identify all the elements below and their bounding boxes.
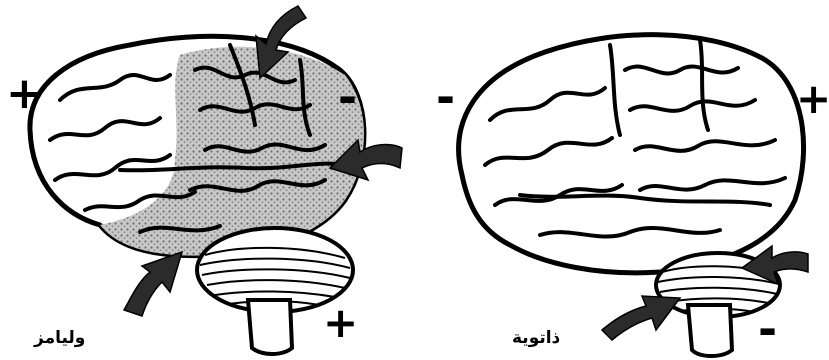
left-plus-sign-top-left: +	[6, 72, 43, 116]
left-brain-caption: ولیامز	[34, 328, 85, 348]
right-brain-stem	[688, 305, 732, 356]
right-brain	[459, 35, 804, 356]
right-minus-sign-bottom: -	[758, 306, 777, 352]
right-brain-cortex	[459, 35, 804, 273]
left-arrow-bottom	[124, 252, 182, 316]
left-brain-stem	[248, 300, 292, 354]
right-plus-sign-top-right: +	[796, 78, 829, 120]
left-plus-sign-bottom: +	[323, 302, 358, 344]
right-brain-caption: ذاتوية	[512, 328, 560, 348]
right-minus-sign-left: -	[436, 74, 455, 120]
right-arrow-bottom	[602, 296, 680, 340]
left-minus-sign-right: -	[338, 74, 357, 120]
left-brain	[30, 36, 365, 354]
